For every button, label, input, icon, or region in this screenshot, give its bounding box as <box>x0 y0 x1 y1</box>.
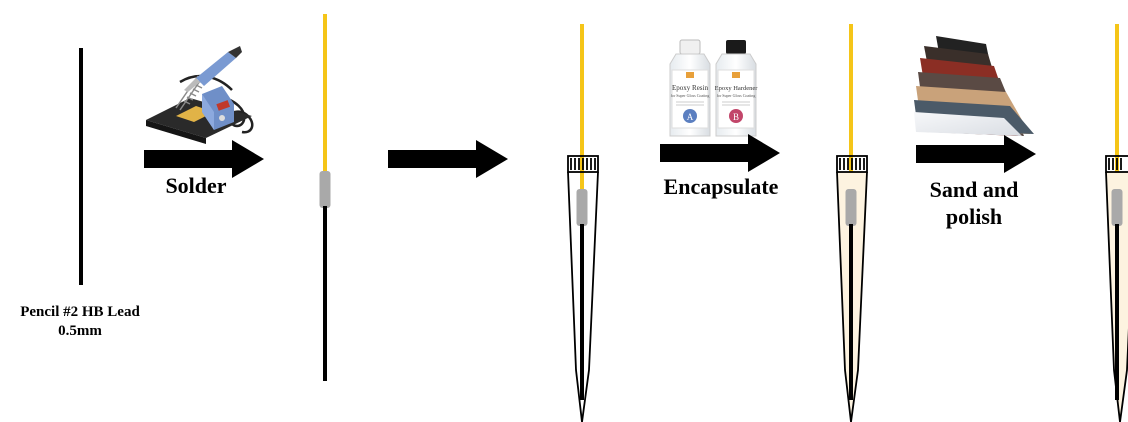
epoxy-hardener-bottle: Epoxy Hardener for Super Gloss Coating B <box>715 40 759 136</box>
soldered-electrode <box>320 14 331 381</box>
arrow-insert <box>388 140 508 178</box>
resin-subtitle: for Super Gloss Coating <box>671 93 710 98</box>
arrow-encapsulate <box>660 134 780 172</box>
copper-wire <box>323 14 327 176</box>
sand-polish-label-line2: polish <box>912 203 1036 230</box>
resin-letter: A <box>687 112 694 122</box>
epoxy-resin-bottle: Epoxy Resin for Super Gloss Coating A <box>670 40 710 136</box>
resin-name: Epoxy Resin <box>672 84 708 92</box>
pencil-lead-label-line1: Pencil #2 HB Lead <box>10 303 150 322</box>
hardener-name: Epoxy Hardener <box>715 85 759 92</box>
pencil-lead-label-line2: 0.5mm <box>10 322 150 341</box>
hardener-letter: B <box>733 112 739 122</box>
polished-electrode <box>1106 24 1128 422</box>
pencil-lead <box>79 48 83 285</box>
sand-polish-label-line1: Sand and <box>912 176 1036 203</box>
encapsulated-electrode <box>837 24 867 422</box>
hardener-subtitle: for Super Gloss Coating <box>717 93 756 98</box>
soldering-station-icon <box>146 46 252 144</box>
solder-joint <box>320 171 331 208</box>
arrow-sand-polish <box>916 135 1036 173</box>
sandpaper-icon <box>914 36 1034 136</box>
encapsulate-label: Encapsulate <box>650 174 792 200</box>
pipette-tip-electrode <box>568 24 598 422</box>
pencil-lead-soldered <box>323 206 327 381</box>
solder-label: Solder <box>140 173 252 199</box>
pencil-lead-label: Pencil #2 HB Lead 0.5mm <box>10 303 150 341</box>
sand-polish-label: Sand and polish <box>912 176 1036 230</box>
